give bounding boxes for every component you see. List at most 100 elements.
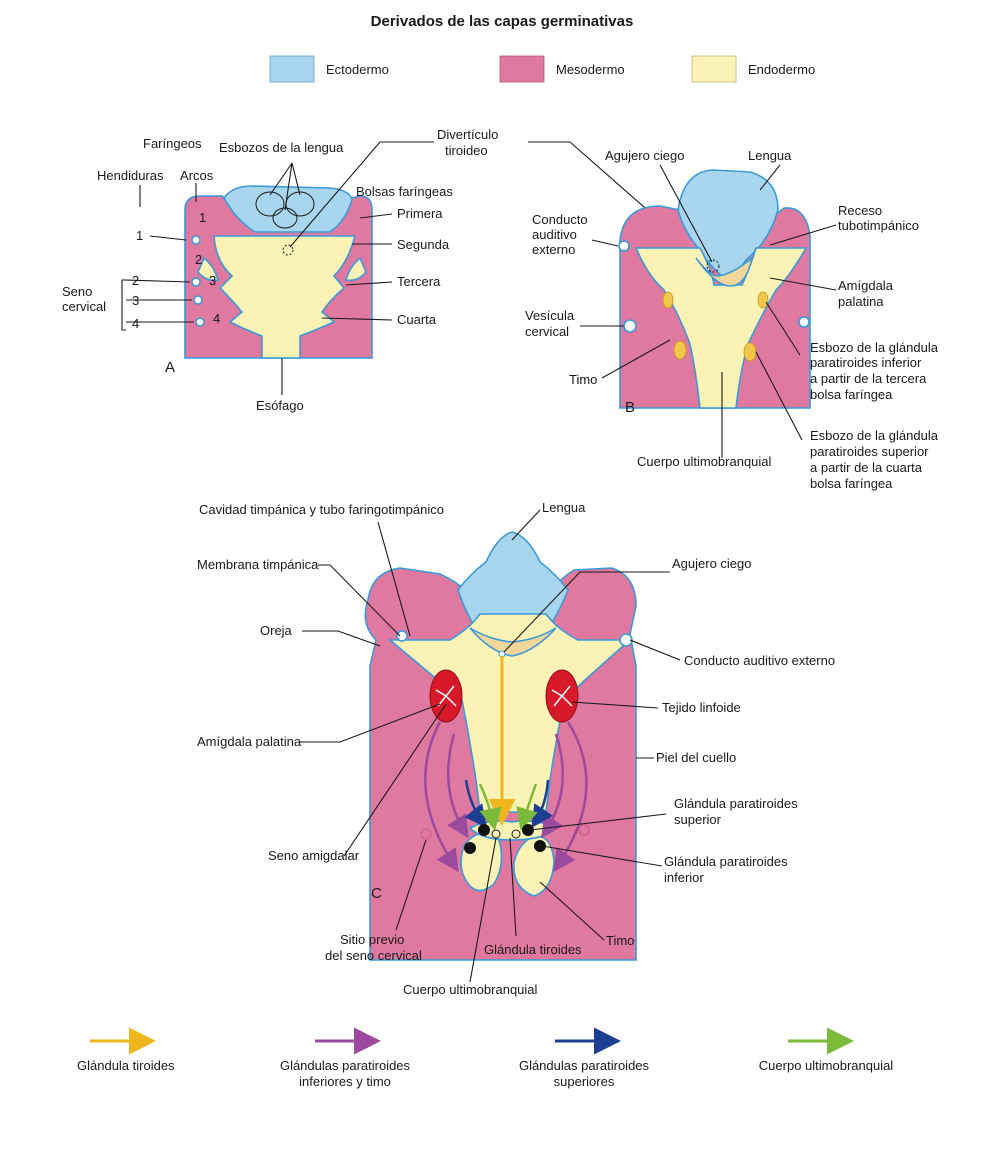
panel-c-ear-canal-right <box>619 633 633 647</box>
panel-c-label-para-inf-2: inferior <box>664 870 704 885</box>
panel-c-label-ultimo: Cuerpo ultimobranquial <box>403 982 538 997</box>
panel-b-label-conducto-3: externo <box>532 242 575 257</box>
panel-c-lymphoid-left <box>435 685 457 707</box>
panel-c-label-para-inf-1: Glándula paratiroides <box>664 854 788 869</box>
panel-c-old-cervical-sinus-right <box>578 824 590 836</box>
panel-b-label-sup-3: a partir de la cuarta <box>810 460 923 475</box>
panel-a-label-tercera: Tercera <box>397 274 441 289</box>
arrow-legend-tiroides-label: Glándula tiroides <box>77 1058 175 1073</box>
panel-a-label-segunda: Segunda <box>397 237 450 252</box>
panel-a-pouch-right <box>344 256 367 282</box>
panel-c-label-membrana: Membrana timpánica <box>197 557 319 572</box>
panel-b-label-receso-1: Receso <box>838 203 882 218</box>
panel-b-label-inf-3: a partir de la tercera <box>810 371 927 386</box>
panel-c-ultimo-body-right <box>511 829 521 839</box>
panel-a-letter: A <box>165 359 175 376</box>
panel-b-foramen-region <box>695 255 754 287</box>
panel-c-label-oreja: Oreja <box>260 623 293 638</box>
panel-b-label-vesicula-1: Vesícula <box>525 308 575 323</box>
panel-b-label-inf-4: bolsa faríngea <box>810 387 893 402</box>
panel-c-label-sitio-2: del seno cervical <box>325 948 422 963</box>
panel-a-label-cuarta: Cuarta <box>397 312 437 327</box>
legend-swatch-mesodermo <box>499 55 545 83</box>
panel-c-label-tejido: Tejido linfoide <box>662 700 741 715</box>
panel-b-label-conducto-2: auditivo <box>532 227 577 242</box>
legend-label-endodermo: Endodermo <box>748 62 815 77</box>
panel-a-cleft-4 <box>195 317 205 327</box>
panel-b-cervical-vesicle-right <box>798 316 810 328</box>
panel-b-label-receso-2: tubotimpánico <box>838 218 919 233</box>
legend-swatch-ectodermo <box>269 55 315 83</box>
panel-c-label-piel: Piel del cuello <box>656 750 736 765</box>
panel-a-label-esbozos-lengua: Esbozos de la lengua <box>219 140 344 155</box>
panel-c-inf-para-arrow-left <box>424 721 459 873</box>
panel-a-label-arcos: Arcos <box>180 168 214 183</box>
panel-b: Agujero ciego Lengua Receso tubotimpánic… <box>525 148 939 491</box>
panel-a-label-esofago: Esófago <box>256 398 304 413</box>
panel-a-ectoderm-tongue <box>223 185 353 233</box>
panel-a-thyroid-origin <box>282 244 294 256</box>
panel-a-label-seno: Seno <box>62 284 92 299</box>
panel-b-label-amigdala-1: Amígdala <box>838 278 894 293</box>
panel-a-arch-number-3: 3 <box>209 273 216 288</box>
panel-b-label-conducto-1: Conducto <box>532 212 588 227</box>
panel-a-arch-number-1: 1 <box>199 210 206 225</box>
panel-a-pouch-left <box>197 256 220 282</box>
panel-c-old-cervical-sinus-left <box>420 828 432 840</box>
panel-c-label-amigdala: Amígdala palatina <box>197 734 302 749</box>
panel-c-ultimo-arrow-right <box>516 783 538 831</box>
panel-b-label-ultimo: Cuerpo ultimobranquial <box>637 454 772 469</box>
panel-c: Cavidad timpánica y tubo faringotimpánic… <box>197 500 835 997</box>
panel-b-label-inf-2: paratiroides inferior <box>810 355 922 370</box>
panel-c-ultimo-body-left <box>491 829 501 839</box>
panel-a-cleft-number-3: 3 <box>132 293 139 308</box>
panel-c-label-tiroides: Glándula tiroides <box>484 942 582 957</box>
panel-a-arch-number-4: 4 <box>213 311 220 326</box>
panel-b-label-lengua: Lengua <box>748 148 792 163</box>
panel-c-label-timo: Timo <box>606 933 634 948</box>
panel-a-label-cervical: cervical <box>62 299 106 314</box>
panel-a-label-faringeos: Faríngeos <box>143 136 202 151</box>
legend-label-mesodermo: Mesodermo <box>556 62 625 77</box>
panel-c-label-seno-amig: Seno amigdalar <box>268 848 360 863</box>
panel-b-label-sup-2: paratiroides superior <box>810 444 929 459</box>
legend-label-ectodermo: Ectodermo <box>326 62 389 77</box>
panel-c-para-sup-right <box>522 824 534 836</box>
panel-a-cleft-number-4: 4 <box>132 316 139 331</box>
panel-c-label-para-sup-1: Glándula paratiroides <box>674 796 798 811</box>
arrow-legend-para-inf-label-1: Glándulas paratiroides <box>280 1058 411 1073</box>
panel-c-lymphoid-right <box>551 685 573 707</box>
panel-c-label-lengua: Lengua <box>542 500 586 515</box>
panel-a-endoderm <box>213 235 357 359</box>
panel-a-cleft-2 <box>191 277 201 287</box>
panel-b-label-sup-1: Esbozo de la glándula <box>810 428 939 443</box>
panel-c-label-cavidad: Cavidad timpánica y tubo faringotimpánic… <box>199 502 444 517</box>
panel-a-cleft-3 <box>193 295 203 305</box>
panel-c-letter: C <box>371 885 382 902</box>
panel-c-para-sup-left <box>478 824 490 836</box>
svg-text:Divertículo: Divertículo <box>437 127 498 142</box>
panel-a-label-bolsas: Bolsas faríngeas <box>356 184 453 199</box>
panel-b-cervical-vesicle <box>623 319 637 333</box>
panel-a: Faríngeos Hendiduras Arcos Esbozos de la… <box>62 136 453 413</box>
svg-text:tiroideo: tiroideo <box>445 143 488 158</box>
arrow-legend-para-sup-label-2: superiores <box>554 1074 615 1089</box>
panel-a-cleft-number-1: 1 <box>136 228 143 243</box>
panel-c-label-agujero: Agujero ciego <box>672 556 752 571</box>
panel-c-ear-canal-left <box>396 630 408 642</box>
panel-a-cleft-1 <box>191 235 201 245</box>
panel-a-label-hendiduras: Hendiduras <box>97 168 164 183</box>
panel-c-label-para-sup-2: superior <box>674 812 722 827</box>
panel-c-para-inf-left <box>464 842 476 854</box>
arrow-legend: Glándula tiroides Glándulas paratiroides… <box>77 1027 894 1089</box>
panel-b-letter: B <box>625 399 635 416</box>
panel-c-para-inf-right <box>534 840 546 852</box>
panel-a-arch-number-2: 2 <box>195 252 202 267</box>
arrow-legend-ultimo-label: Cuerpo ultimobranquial <box>759 1058 894 1073</box>
arrow-legend-para-inf-label-2: inferiores y timo <box>299 1074 391 1089</box>
panel-c-thymus-right <box>513 835 555 897</box>
panel-b-thyroid-origin <box>706 259 720 273</box>
arrow-legend-para-sup-label-1: Glándulas paratiroides <box>519 1058 650 1073</box>
panel-c-label-conducto: Conducto auditivo externo <box>684 653 835 668</box>
